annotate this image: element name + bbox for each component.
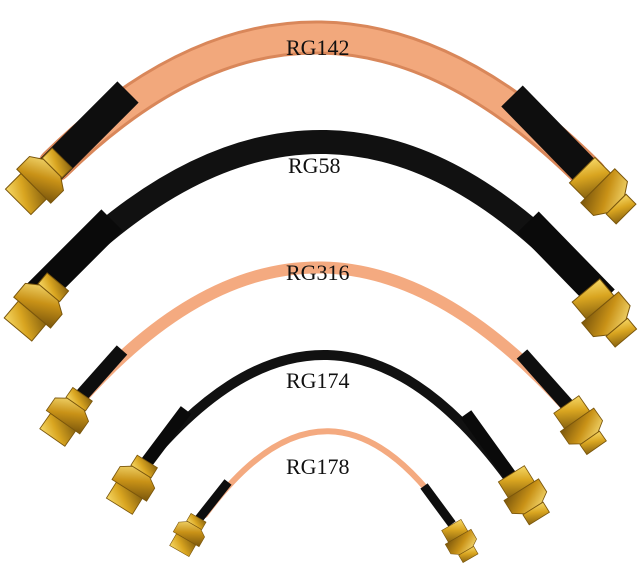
cable-rg142 xyxy=(4,20,637,225)
cable-rg178 xyxy=(169,428,479,564)
cable-rg174-connector-left-icon xyxy=(105,454,158,515)
label-rg174: RG174 xyxy=(286,368,350,393)
cable-rg174-connector-right-icon xyxy=(497,465,550,526)
cable-rg178-boot-right xyxy=(420,483,456,527)
cable-rg58-connector-right-icon xyxy=(571,278,638,348)
cable-rg316-boot-right xyxy=(516,349,576,413)
cable-rg316-connector-left-icon xyxy=(39,386,93,447)
cable-rg174-jacket xyxy=(135,350,515,485)
cable-rg142-connector-right-icon xyxy=(568,156,637,225)
cable-rg174 xyxy=(105,350,550,526)
label-rg178: RG178 xyxy=(286,454,350,479)
cable-rg174-boot-right xyxy=(460,410,518,482)
cable-rg142-connector-left-icon xyxy=(4,147,73,216)
cable-rg58 xyxy=(3,130,638,348)
cable-rg178-jacket xyxy=(202,428,453,523)
cable-rg316-connector-right-icon xyxy=(553,395,607,456)
cable-rg178-connector-right-icon xyxy=(441,518,479,564)
cable-rg178-boot-left xyxy=(194,479,232,523)
label-rg58: RG58 xyxy=(288,153,341,178)
cable-rg58-jacket xyxy=(33,130,612,312)
cable-rg316-jacket xyxy=(74,261,576,416)
cable-rg316 xyxy=(39,261,607,456)
cable-rg178-connector-left-icon xyxy=(169,512,207,558)
cable-rg58-connector-left-icon xyxy=(3,272,70,342)
label-rg316: RG316 xyxy=(286,260,350,285)
label-rg142: RG142 xyxy=(286,35,350,60)
